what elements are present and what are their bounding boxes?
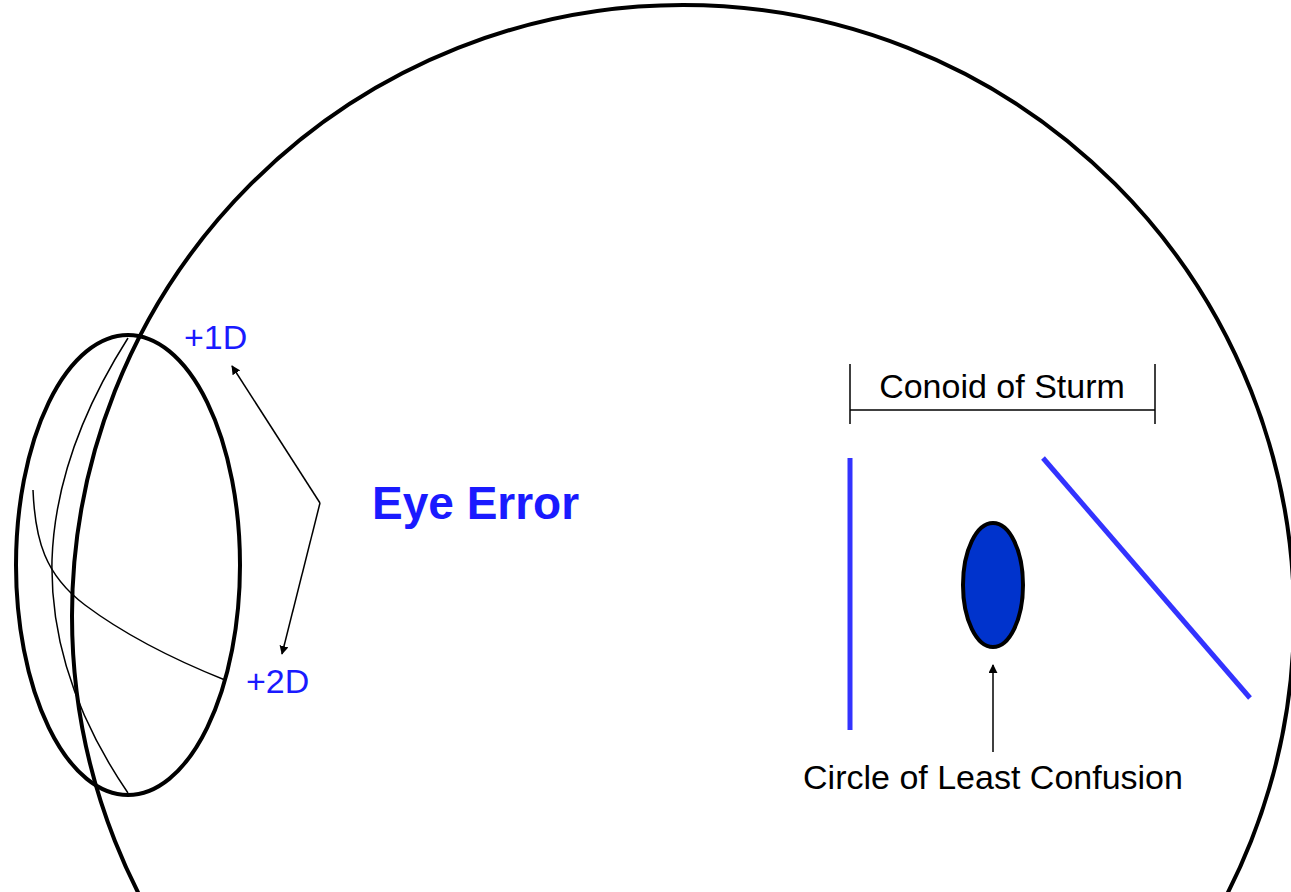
leader-arrow xyxy=(232,366,320,503)
bracket-label: Conoid of Sturm xyxy=(879,367,1125,406)
eyeball-outline xyxy=(72,5,1291,892)
power-label: +1D xyxy=(184,318,247,357)
power-label: +2D xyxy=(246,662,309,701)
focal-line xyxy=(848,458,853,730)
focal-line xyxy=(1043,458,1250,698)
bracket-line xyxy=(849,364,851,424)
least-confusion-ellipse xyxy=(963,523,1023,647)
leader-arrow xyxy=(992,665,994,752)
cornea-outline xyxy=(16,335,240,795)
horizontal-meridian xyxy=(33,490,225,680)
title-label: Eye Error xyxy=(372,477,579,530)
leader-arrow xyxy=(282,503,320,654)
bracket-line xyxy=(850,409,1155,411)
callout-label: Circle of Least Confusion xyxy=(803,758,1183,797)
bracket-line xyxy=(1154,364,1156,424)
vertical-meridian xyxy=(52,338,128,793)
